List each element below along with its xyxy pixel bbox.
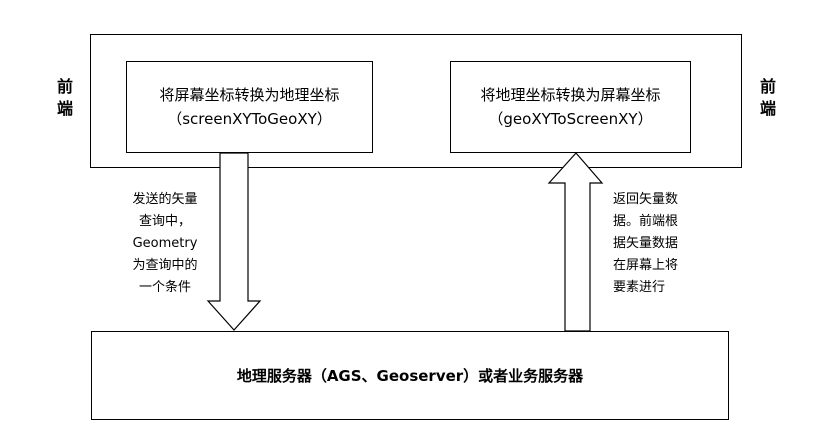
up-note-line: 返回矢量数 bbox=[613, 192, 679, 207]
down-arrow-note: 发送的矢量 查询中， Geometry 为查询中的 一个条件 bbox=[118, 189, 212, 299]
down-note-line: 为查询中的 bbox=[132, 258, 198, 273]
down-note-line: 一个条件 bbox=[138, 280, 191, 295]
up-note-line: 据。前端根 bbox=[613, 214, 679, 229]
geo-to-screen-subtitle: （geoXYToScreenXY） bbox=[488, 110, 653, 128]
up-arrow bbox=[547, 152, 604, 332]
screen-to-geo-box: 将屏幕坐标转换为地理坐标 （screenXYToGeoXY） bbox=[126, 61, 373, 153]
server-label: 地理服务器（AGS、Geoserver）或者业务服务器 bbox=[236, 366, 584, 385]
up-note-line: 据矢量数据 bbox=[613, 236, 679, 251]
frontend-right-label-char-1: 前 bbox=[759, 77, 776, 96]
geo-to-screen-box: 将地理坐标转换为屏幕坐标 （geoXYToScreenXY） bbox=[450, 61, 691, 153]
frontend-left-label: 前 端 bbox=[56, 76, 74, 120]
up-note-line: 要素进行 bbox=[613, 280, 666, 295]
frontend-right-label-char-2: 端 bbox=[759, 99, 776, 118]
up-arrow-note: 返回矢量数 据。前端根 据矢量数据 在屏幕上将 要素进行 bbox=[613, 189, 713, 299]
down-note-line: Geometry bbox=[132, 236, 198, 251]
server-box: 地理服务器（AGS、Geoserver）或者业务服务器 bbox=[91, 331, 729, 420]
frontend-left-label-char-2: 端 bbox=[56, 99, 73, 118]
down-arrow bbox=[206, 152, 262, 331]
down-note-line: 发送的矢量 bbox=[132, 192, 198, 207]
frontend-left-label-char-1: 前 bbox=[56, 77, 73, 96]
geo-to-screen-title: 将地理坐标转换为屏幕坐标 bbox=[480, 86, 661, 104]
screen-to-geo-subtitle: （screenXYToGeoXY） bbox=[167, 110, 332, 128]
down-note-line: 查询中， bbox=[138, 214, 191, 229]
screen-to-geo-title: 将屏幕坐标转换为地理坐标 bbox=[159, 86, 340, 104]
frontend-right-label: 前 端 bbox=[759, 76, 777, 120]
up-note-line: 在屏幕上将 bbox=[613, 258, 679, 273]
